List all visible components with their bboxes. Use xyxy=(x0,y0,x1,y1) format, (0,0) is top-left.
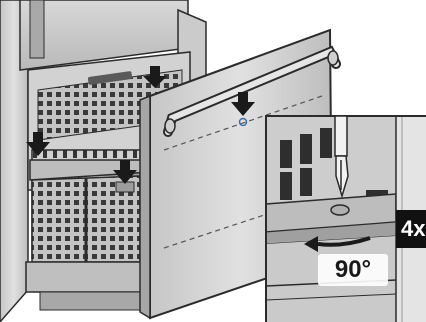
quantity-badge: 4x xyxy=(396,210,426,248)
rotation-angle-label: 90° xyxy=(318,254,388,286)
